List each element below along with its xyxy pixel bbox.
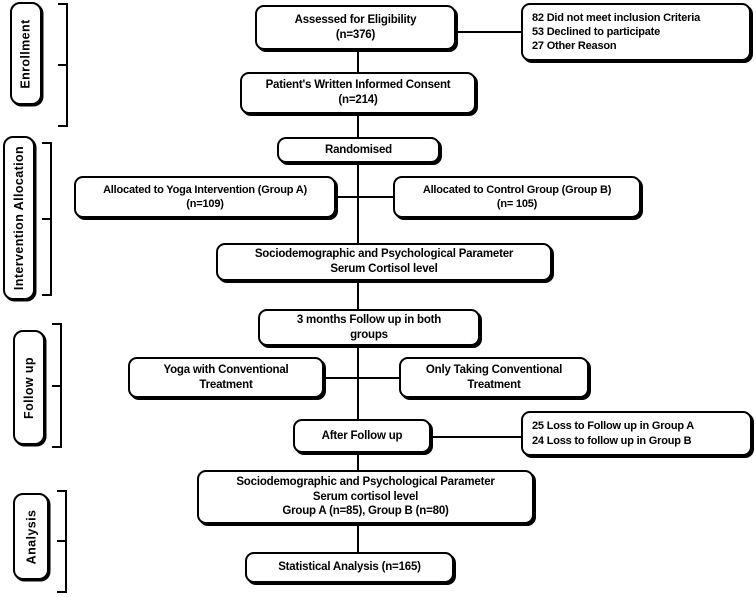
- stage-bracket-followup: [52, 323, 62, 448]
- stage-label-analysis: Analysis: [13, 493, 49, 580]
- stage-bracket-analysis: [57, 490, 67, 593]
- node-3m-followup-line-2: groups: [350, 328, 388, 341]
- node-only-conv-line-2: Treatment: [467, 378, 521, 391]
- node-group-a-line-2: (n=109): [186, 198, 224, 210]
- node-exclusions: 82 Did not meet inclusion Criteria 53 De…: [521, 3, 751, 61]
- node-group-b-allocation: Allocated to Control Group (Group B) (n=…: [393, 176, 641, 218]
- node-only-conventional-treatment: Only Taking Conventional Treatment: [399, 357, 589, 398]
- stage-bracket-tick-followup: [52, 385, 60, 387]
- connector-assessed-to-consent: [357, 48, 359, 74]
- node-after-followup-line-1: After Follow up: [321, 429, 403, 442]
- connector-baseline-to-followup: [357, 279, 359, 311]
- node-only-conv-line-1: Only Taking Conventional: [425, 363, 563, 376]
- stage-bracket-allocation: [42, 142, 52, 296]
- connector-analysis-to-statistical: [357, 524, 359, 553]
- node-randomised: Randomised: [277, 137, 440, 163]
- node-analysis-parameters: Sociodemographic and Psychological Param…: [197, 470, 534, 524]
- node-randomised-line-1: Randomised: [324, 143, 392, 156]
- node-analysis-line-2: Serum cortisol level: [312, 490, 419, 503]
- node-three-month-followup: 3 months Follow up in both groups: [258, 309, 480, 346]
- stage-bracket-tick-enrollment: [58, 64, 66, 66]
- stage-label-allocation-text: Intervention Allocation: [12, 145, 27, 291]
- node-losses-line-2: 24 Loss to follow up in Group B: [532, 434, 692, 447]
- node-group-b-line-2: (n= 105): [496, 198, 538, 210]
- node-statistical-analysis-line-1: Statistical Analysis (n=165): [278, 561, 421, 574]
- node-exclusions-line-3: 27 Other Reason: [532, 40, 617, 53]
- node-analysis-line-1: Sociodemographic and Psychological Param…: [236, 475, 495, 488]
- node-3m-followup-line-1: 3 months Follow up in both: [296, 313, 442, 326]
- node-group-a-line-1: Allocated to Yoga Intervention (Group A): [103, 183, 307, 196]
- connector-afterfollowup-to-losses: [430, 436, 522, 438]
- node-yoga-conv-line-1: Yoga with Conventional: [163, 363, 289, 376]
- stage-label-enrollment: Enrollment: [10, 2, 42, 105]
- stage-bracket-tick-allocation: [42, 218, 50, 220]
- connector-consent-to-randomised: [357, 110, 359, 138]
- stage-bracket-tick-analysis: [57, 540, 65, 542]
- connector-followup-spine: [357, 344, 359, 422]
- node-yoga-conv-line-2: Treatment: [199, 378, 253, 391]
- node-informed-consent: Patient's Written Informed Consent (n=21…: [240, 72, 476, 114]
- stage-bracket-enrollment: [58, 3, 68, 127]
- node-losses-line-1: 25 Loss to Follow up in Group A: [532, 420, 695, 433]
- node-exclusions-line-1: 82 Did not meet inclusion Criteria: [532, 11, 701, 24]
- node-baseline-line-2: Serum Cortisol level: [330, 263, 438, 275]
- node-assessed-line-1: Assessed for Eligibility: [294, 13, 417, 26]
- connector-assessed-to-exclusions: [455, 31, 522, 33]
- stage-label-allocation: Intervention Allocation: [3, 136, 35, 300]
- node-after-follow-up: After Follow up: [293, 419, 431, 453]
- node-assessed-line-2: (n=376): [335, 28, 376, 41]
- node-baseline-parameters: Sociodemographic and Psychological Param…: [216, 243, 552, 281]
- node-exclusions-line-2: 53 Declined to participate: [532, 25, 661, 38]
- node-losses-to-followup: 25 Loss to Follow up in Group A 24 Loss …: [521, 411, 752, 456]
- node-group-a-allocation: Allocated to Yoga Intervention (Group A)…: [74, 176, 336, 218]
- connector-treatment-split: [318, 377, 406, 379]
- connector-afterfollowup-to-analysis: [357, 452, 359, 472]
- connector-randomised-spine: [357, 162, 359, 244]
- connector-allocation-split: [330, 196, 400, 198]
- node-baseline-line-1: Sociodemographic and Psychological Param…: [254, 248, 514, 261]
- node-consent-line-1: Patient's Written Informed Consent: [265, 79, 451, 92]
- node-analysis-line-3: Group A (n=85), Group B (n=80): [282, 505, 449, 518]
- stage-label-enrollment-text: Enrollment: [19, 18, 34, 89]
- node-yoga-with-conventional-treatment: Yoga with Conventional Treatment: [128, 357, 324, 398]
- stage-label-analysis-text: Analysis: [24, 509, 38, 564]
- node-consent-line-2: (n=214): [338, 94, 378, 106]
- stage-label-followup-text: Follow up: [22, 356, 37, 419]
- node-assessed-for-eligibility: Assessed for Eligibility (n=376): [255, 5, 456, 50]
- node-statistical-analysis: Statistical Analysis (n=165): [245, 552, 454, 583]
- node-group-b-line-1: Allocated to Control Group (Group B): [422, 183, 612, 196]
- stage-label-followup: Follow up: [13, 330, 45, 445]
